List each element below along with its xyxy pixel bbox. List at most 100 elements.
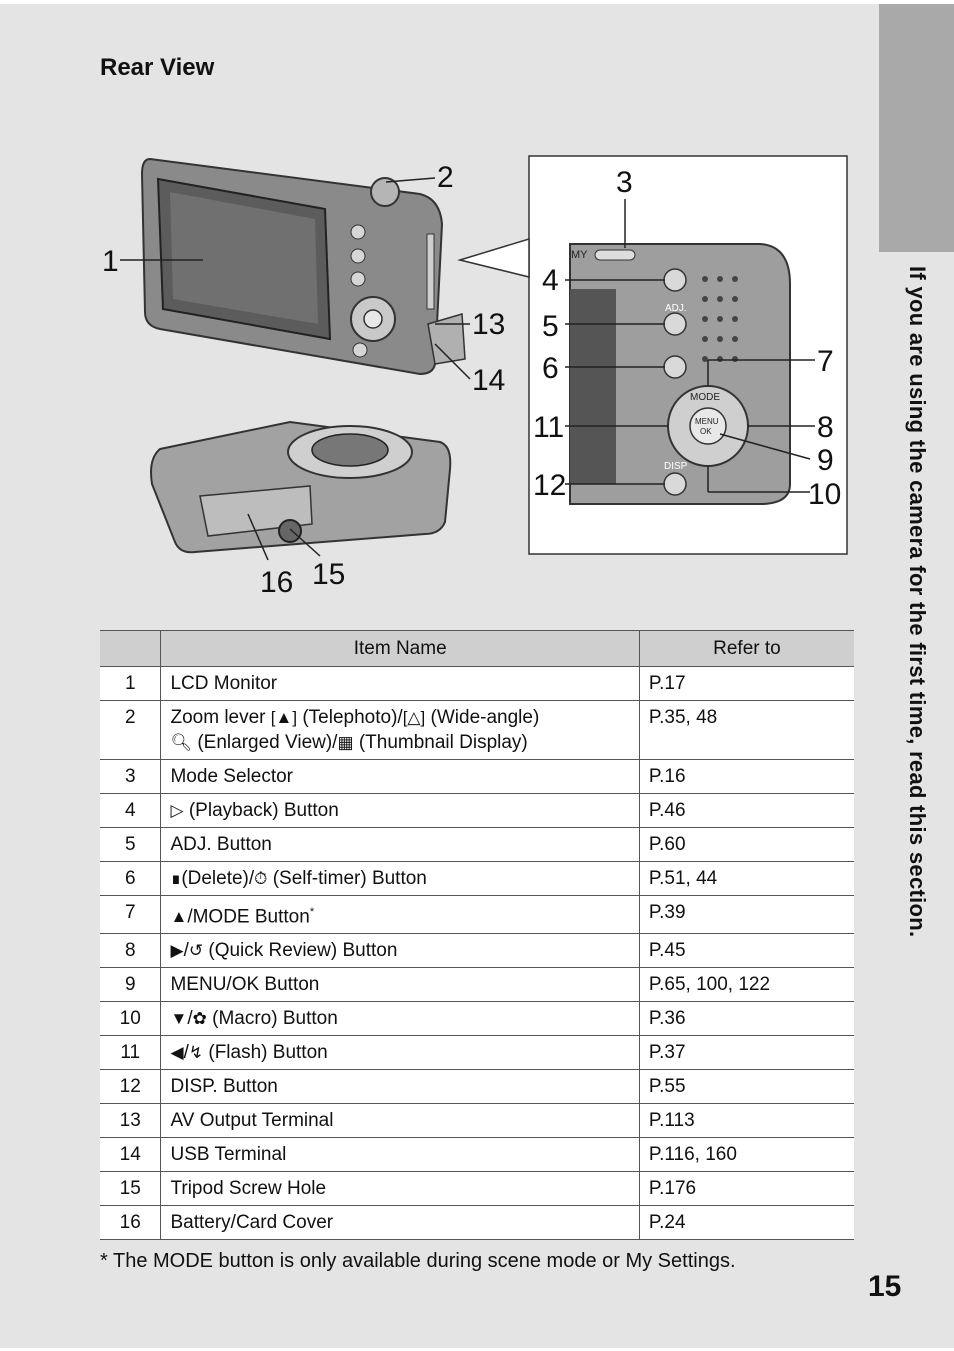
- table-row: 11 ◀/↯ (Flash) Button P.37: [100, 1035, 854, 1071]
- callout-5: 5: [542, 310, 559, 343]
- header-refer-to: Refer to: [638, 630, 854, 667]
- callout-13: 13: [472, 308, 505, 341]
- arrow-up-icon: ▲: [170, 907, 188, 927]
- row-text: /MODE Button: [187, 906, 310, 928]
- wide-angle-icon: [△]: [402, 708, 426, 727]
- row-refer-to: P.36: [638, 1001, 854, 1037]
- callout-16: 16: [260, 566, 293, 599]
- callout-4: 4: [542, 264, 559, 297]
- table-row: 5 ADJ. Button P.60: [100, 827, 854, 862]
- table-row: 16 Battery/Card Cover P.24: [100, 1205, 854, 1241]
- footnote-marker: *: [309, 906, 315, 918]
- row-text: (Flash) Button: [208, 1042, 328, 1064]
- callout-1: 1: [102, 245, 119, 278]
- callout-10: 10: [808, 478, 841, 511]
- camera-illustrations: MY ADJ. MODE MENU OK DISP: [102, 155, 848, 599]
- row-text: Zoom lever: [170, 707, 266, 728]
- row-number: 10: [100, 1001, 161, 1037]
- row-refer-to: P.113: [638, 1103, 854, 1139]
- row-item-name: ▶/↺ (Quick Review) Button: [160, 933, 640, 969]
- row-item-name: ▷ (Playback) Button: [160, 793, 640, 828]
- bottom-camera-illustration: [150, 420, 452, 554]
- row-item-name: ◀/↯ (Flash) Button: [160, 1035, 640, 1071]
- inset-label-adj: ADJ.: [665, 303, 687, 314]
- footnote: * The MODE button is only available duri…: [100, 1250, 736, 1272]
- table-header-row: Item Name Refer to: [100, 630, 854, 667]
- telephoto-icon: [▲]: [270, 708, 298, 727]
- inset-label-my: MY: [571, 249, 588, 261]
- row-number: 6: [100, 861, 161, 896]
- row-number: 4: [100, 793, 161, 828]
- callout-12: 12: [533, 469, 566, 502]
- row-number: 3: [100, 759, 161, 794]
- flash-icon: ↯: [188, 1043, 204, 1063]
- arrow-left-icon: ◀: [170, 1043, 184, 1063]
- callout-8: 8: [817, 411, 834, 444]
- table-row: 10 ▼/✿ (Macro) Button P.36: [100, 1001, 854, 1037]
- table-row: 2 Zoom lever [▲] (Telephoto)/[△] (Wide-a…: [100, 700, 854, 760]
- callout-15: 15: [312, 558, 345, 591]
- row-number: 9: [100, 967, 161, 1003]
- row-item-name: AV Output Terminal: [160, 1103, 640, 1139]
- row-item-name: Battery/Card Cover: [160, 1205, 640, 1241]
- table-row: 14 USB Terminal P.116, 160: [100, 1137, 854, 1173]
- header-number: [100, 630, 161, 667]
- leader-lines: [120, 177, 815, 561]
- table-row: 4 ▷ (Playback) Button P.46: [100, 793, 854, 828]
- table-row: 15 Tripod Screw Hole P.176: [100, 1171, 854, 1207]
- row-number: 8: [100, 933, 161, 969]
- row-refer-to: P.39: [638, 895, 854, 935]
- rear-camera-illustration: [140, 157, 466, 376]
- row-item-name: Zoom lever [▲] (Telephoto)/[△] (Wide-ang…: [160, 700, 640, 760]
- row-refer-to: P.46: [638, 793, 854, 828]
- side-tab-text: If you are using the camera for the firs…: [904, 266, 930, 938]
- playback-icon: ▷: [170, 801, 184, 820]
- side-tab-caption: If you are using the camera for the firs…: [879, 266, 954, 1036]
- self-timer-icon: ⏱︎: [254, 869, 268, 888]
- row-text: (Thumbnail Display): [358, 732, 528, 753]
- macro-icon: ✿: [192, 1009, 207, 1029]
- row-refer-to: P.35, 48: [638, 700, 854, 760]
- callout-6: 6: [542, 352, 559, 385]
- callout-7: 7: [817, 345, 834, 378]
- callout-3: 3: [616, 166, 633, 199]
- row-item-name: LCD Monitor: [160, 666, 640, 701]
- row-item-name: ▼/✿ (Macro) Button: [160, 1001, 640, 1037]
- table-row: 9 MENU/OK Button P.65, 100, 122: [100, 967, 854, 1003]
- row-text: (Self-timer) Button: [272, 868, 427, 889]
- thumbnail-grid-icon: ▦: [337, 733, 354, 752]
- row-refer-to: P.55: [638, 1069, 854, 1105]
- trash-icon: ∎: [170, 869, 182, 888]
- row-item-name: USB Terminal: [160, 1137, 640, 1173]
- manual-page: If you are using the camera for the firs…: [0, 4, 954, 1348]
- row-number: 13: [100, 1103, 161, 1139]
- row-number: 1: [100, 666, 161, 701]
- section-tab: [879, 4, 954, 252]
- table-row: 7 ▲/MODE Button* P.39: [100, 895, 854, 935]
- row-text: (Playback) Button: [188, 800, 339, 821]
- row-item-name: DISP. Button: [160, 1069, 640, 1105]
- row-text: (Quick Review) Button: [208, 940, 398, 962]
- arrow-down-icon: ▼: [170, 1009, 188, 1029]
- table-row: 8 ▶/↺ (Quick Review) Button P.45: [100, 933, 854, 969]
- row-text: /: [187, 1008, 193, 1030]
- row-text: /: [183, 940, 189, 962]
- row-refer-to: P.60: [638, 827, 854, 862]
- row-refer-to: P.51, 44: [638, 861, 854, 896]
- row-number: 11: [100, 1035, 161, 1071]
- row-number: 5: [100, 827, 161, 862]
- callout-11: 11: [533, 411, 564, 444]
- table-row: 1 LCD Monitor P.17: [100, 666, 854, 701]
- row-text: (Enlarged View)/: [197, 732, 338, 753]
- table-row: 13 AV Output Terminal P.113: [100, 1103, 854, 1139]
- row-item-name: ▲/MODE Button*: [160, 895, 640, 935]
- row-refer-to: P.176: [638, 1171, 854, 1207]
- row-number: 2: [100, 700, 161, 760]
- row-refer-to: P.16: [638, 759, 854, 794]
- row-item-name: Tripod Screw Hole: [160, 1171, 640, 1207]
- row-item-name: Mode Selector: [160, 759, 640, 794]
- inset-label-ok: OK: [700, 427, 712, 436]
- header-item-name: Item Name: [160, 630, 640, 667]
- table-row: 12 DISP. Button P.55: [100, 1069, 854, 1105]
- parts-table: Item Name Refer to 1 LCD Monitor P.17 2 …: [100, 630, 854, 1241]
